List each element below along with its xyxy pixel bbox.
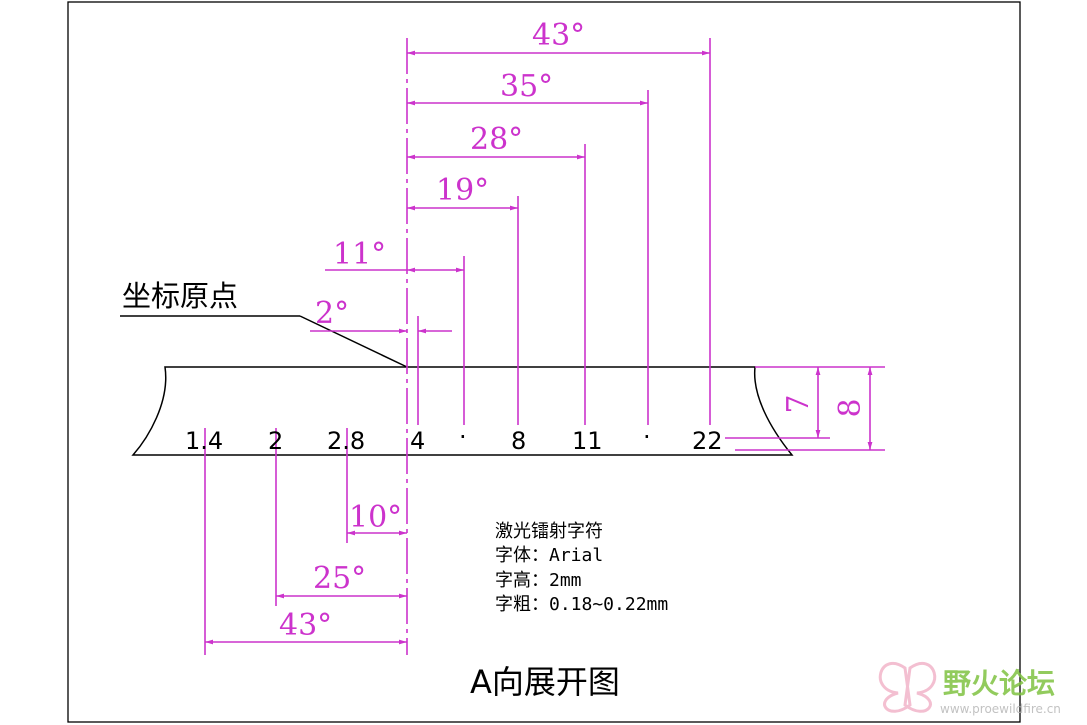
view-title: A向展开图 [470, 663, 620, 701]
lower-extension-lines [204, 428, 348, 655]
mark-11: 11 [572, 427, 603, 455]
mark-8: 8 [511, 427, 526, 455]
note-stroke: 字粗：0.18~0.22mm [495, 594, 668, 615]
mark-2-8: 2.8 [327, 427, 365, 455]
watermark: 野火论坛 www.proewildfire.cn [878, 661, 1061, 716]
sheet-border [67, 1, 1021, 723]
butterfly-logo-icon [878, 661, 937, 713]
watermark-name: 野火论坛 [943, 667, 1055, 700]
angle-label-2: 2° [315, 296, 349, 331]
angle-label-43-lower: 43° [279, 608, 332, 643]
angle-label-11: 11° [333, 237, 386, 272]
height-label-8: 8 [833, 398, 868, 417]
technical-note: 激光镭射字符 字体：Arial 字高：2mm 字粗：0.18~0.22mm [495, 521, 668, 615]
mark-dot-2: · [643, 423, 651, 451]
angle-label-10: 10° [349, 500, 402, 535]
mark-2: 2 [268, 427, 283, 455]
strip-outline [131, 366, 794, 456]
height-label-7: 7 [781, 394, 816, 413]
note-height: 字高：2mm [495, 570, 582, 591]
note-font: 字体：Arial [495, 545, 603, 566]
mark-22: 22 [692, 427, 723, 455]
mark-dot-1: · [459, 423, 467, 451]
height-dimensions [725, 366, 885, 451]
angle-label-19: 19° [436, 173, 489, 208]
mark-4: 4 [410, 427, 425, 455]
angle-label-35: 35° [500, 69, 553, 104]
angle-label-28: 28° [470, 122, 523, 157]
watermark-url: www.proewildfire.cn [940, 702, 1061, 716]
origin-leader-line [299, 315, 408, 368]
mark-1-4: 1.4 [185, 427, 223, 455]
angle-label-25: 25° [313, 561, 366, 596]
strip-marks: 1.4 2 2.8 4 · 8 11 · 22 [185, 423, 723, 455]
lower-dimension-lines [205, 530, 407, 645]
angle-label-43-upper: 43° [532, 18, 585, 53]
note-title: 激光镭射字符 [495, 521, 603, 542]
upper-extension-lines [417, 38, 711, 425]
origin-label: 坐标原点 [122, 279, 238, 313]
upper-dimension-lines [310, 50, 710, 334]
